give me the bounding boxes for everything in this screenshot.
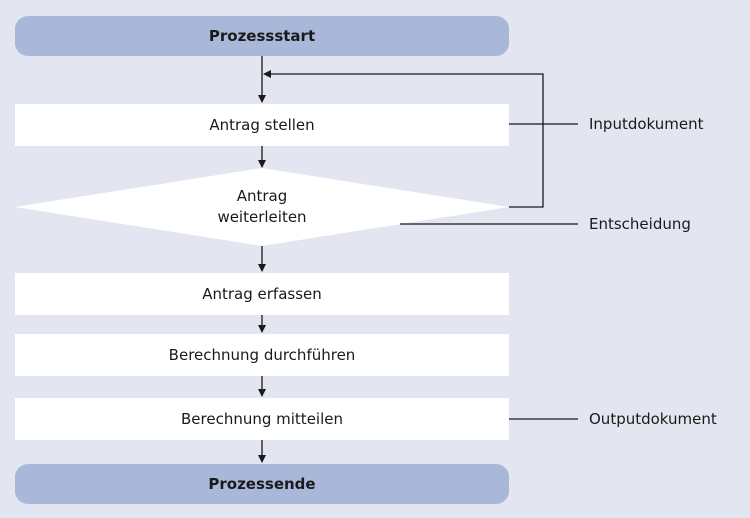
decision-label: Antrag weiterleiten bbox=[15, 186, 509, 228]
annotation-outputdokument: Outputdokument bbox=[589, 410, 717, 428]
step-antrag-stellen: Antrag stellen bbox=[15, 104, 509, 146]
step-antrag-erfassen: Antrag erfassen bbox=[15, 273, 509, 315]
decision-diamond bbox=[15, 168, 509, 246]
annotation-inputdokument: Inputdokument bbox=[589, 115, 704, 133]
process-start-label: Prozessstart bbox=[208, 27, 316, 45]
decision-label-line2: weiterleiten bbox=[217, 208, 307, 226]
step-berechnung-mitteilen-label: Berechnung mitteilen bbox=[181, 410, 343, 428]
step-berechnung-mitteilen: Berechnung mitteilen bbox=[15, 398, 509, 440]
annotation-entscheidung: Entscheidung bbox=[589, 215, 691, 233]
feedback-loop-arrow bbox=[263, 70, 544, 208]
step-berechnung-durchfuehren-label: Berechnung durchführen bbox=[168, 346, 356, 364]
process-start: Prozessstart bbox=[15, 16, 509, 56]
step-berechnung-durchfuehren: Berechnung durchführen bbox=[15, 334, 509, 376]
step-antrag-erfassen-label: Antrag erfassen bbox=[202, 285, 322, 303]
process-end: Prozessende bbox=[15, 464, 509, 504]
process-end-label: Prozessende bbox=[208, 475, 316, 493]
step-antrag-stellen-label: Antrag stellen bbox=[209, 116, 315, 134]
decision-label-line1: Antrag bbox=[236, 187, 288, 205]
